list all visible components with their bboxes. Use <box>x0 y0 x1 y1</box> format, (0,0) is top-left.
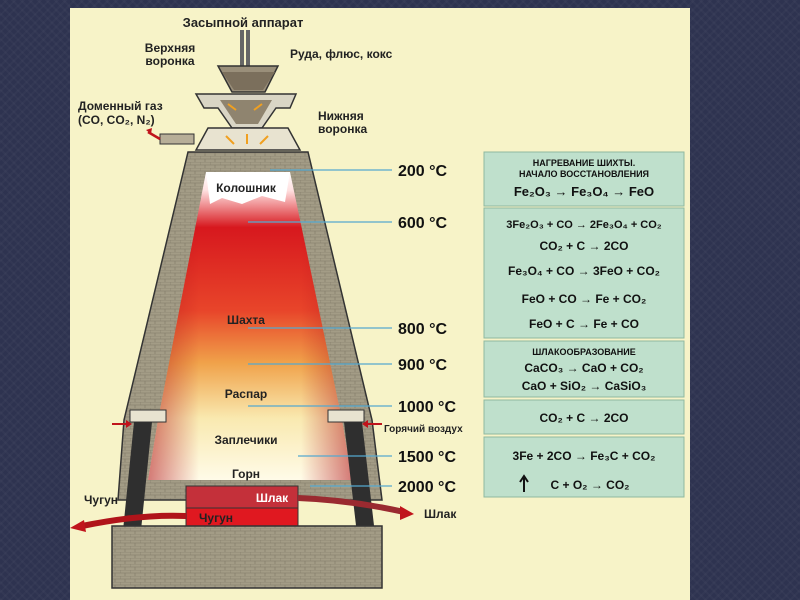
temp-label-800: 800 °C <box>398 321 448 338</box>
carburization-eq-1: 3Fe + 2CO → Fe₃C + CO₂ <box>513 449 656 463</box>
reduction-eq-4: FeO + CO → Fe + CO₂ <box>522 292 647 306</box>
reduction-eq-2: CO₂ + C → 2CO <box>539 239 628 253</box>
hearth-zone-label: Горн <box>232 467 260 481</box>
heating-title-line1: НАГРЕВАНИЕ ШИХТЫ. <box>533 158 635 168</box>
reaction-box-carburization: 3Fe + 2CO → Fe₃C + CO₂ C + O₂ → CO₂ <box>483 436 685 498</box>
heating-equation: Fe₂O₃ → Fe₃O₄ → FeO <box>514 184 654 199</box>
up-arrow-icon <box>519 474 529 492</box>
temp-label-600: 600 °C <box>398 215 448 232</box>
iron-inside-label: Чугун <box>199 511 233 525</box>
heating-title-line2: НАЧАЛО ВОССТАНОВЛЕНИЯ <box>519 169 649 179</box>
bosh-zone-label: Распар <box>225 387 267 401</box>
co-equation: CO₂ + C → 2CO <box>539 411 628 425</box>
upper-funnel-label-line2: воронка <box>145 54 194 68</box>
carburization-eq-2: C + O₂ → CO₂ <box>550 478 629 492</box>
charging-apparatus <box>146 30 302 151</box>
blast-gas-label-line1: Доменный газ <box>78 99 163 113</box>
temp-label-200: 200 °C <box>398 163 448 180</box>
top-zone-label: Колошник <box>216 181 277 195</box>
iron-outlet-label: Чугун <box>84 493 118 507</box>
temp-label-900: 900 °C <box>398 357 448 374</box>
slag-outlet-label: Шлак <box>424 507 457 521</box>
reduction-eq-3: Fe₃O₄ + CO → 3FeO + CO₂ <box>508 264 660 278</box>
temperature-leader-lines <box>248 169 392 487</box>
foundation <box>111 525 383 589</box>
shaft-zone-label: Шахта <box>227 313 265 327</box>
reduction-eq-5: FeO + C → Fe + CO <box>529 317 639 331</box>
temperature-scale: 200 °C 600 °C 800 °C 900 °C 1000 °C 1500… <box>398 163 456 496</box>
hot-air-label: Горячий воздух <box>384 424 463 435</box>
temp-label-2000: 2000 °C <box>398 479 456 496</box>
reduction-eq-1: 3Fe₂O₃ + CO → 2Fe₃O₄ + CO₂ <box>506 219 662 231</box>
temp-label-1500: 1500 °C <box>398 449 456 466</box>
charging-apparatus-label: Засыпной аппарат <box>183 15 304 30</box>
blast-gas-label-line2: (CO, CO₂, N₂) <box>78 113 155 127</box>
slag-formation-title: ШЛАКООБРАЗОВАНИЕ <box>532 347 636 357</box>
slag-eq-2: CaO + SiO₂ → CaSiO₃ <box>522 379 647 393</box>
reaction-box-heating: НАГРЕВАНИЕ ШИХТЫ. НАЧАЛО ВОССТАНОВЛЕНИЯ … <box>483 151 685 207</box>
slag-eq-1: CaCO₃ → CaO + CO₂ <box>524 361 643 375</box>
ore-flux-coke-label: Руда, флюс, кокс <box>290 47 393 61</box>
temp-label-1000: 1000 °C <box>398 399 456 416</box>
shoulders-zone-label: Заплечики <box>214 433 277 447</box>
lower-funnel-label-line1: Нижняя <box>318 109 364 123</box>
furnace-body <box>117 151 383 501</box>
hearth-contents <box>70 485 414 532</box>
reaction-box-co: CO₂ + C → 2CO <box>483 399 685 435</box>
upper-funnel-label-line1: Верхняя <box>145 41 195 55</box>
reaction-box-reduction: 3Fe₂O₃ + CO → 2Fe₃O₄ + CO₂ CO₂ + C → 2CO… <box>483 207 685 339</box>
reaction-box-slag: ШЛАКООБРАЗОВАНИЕ CaCO₃ → CaO + CO₂ CaO +… <box>483 340 685 398</box>
slag-inside-label: Шлак <box>256 491 289 505</box>
lower-funnel-label-line2: воронка <box>318 122 367 136</box>
